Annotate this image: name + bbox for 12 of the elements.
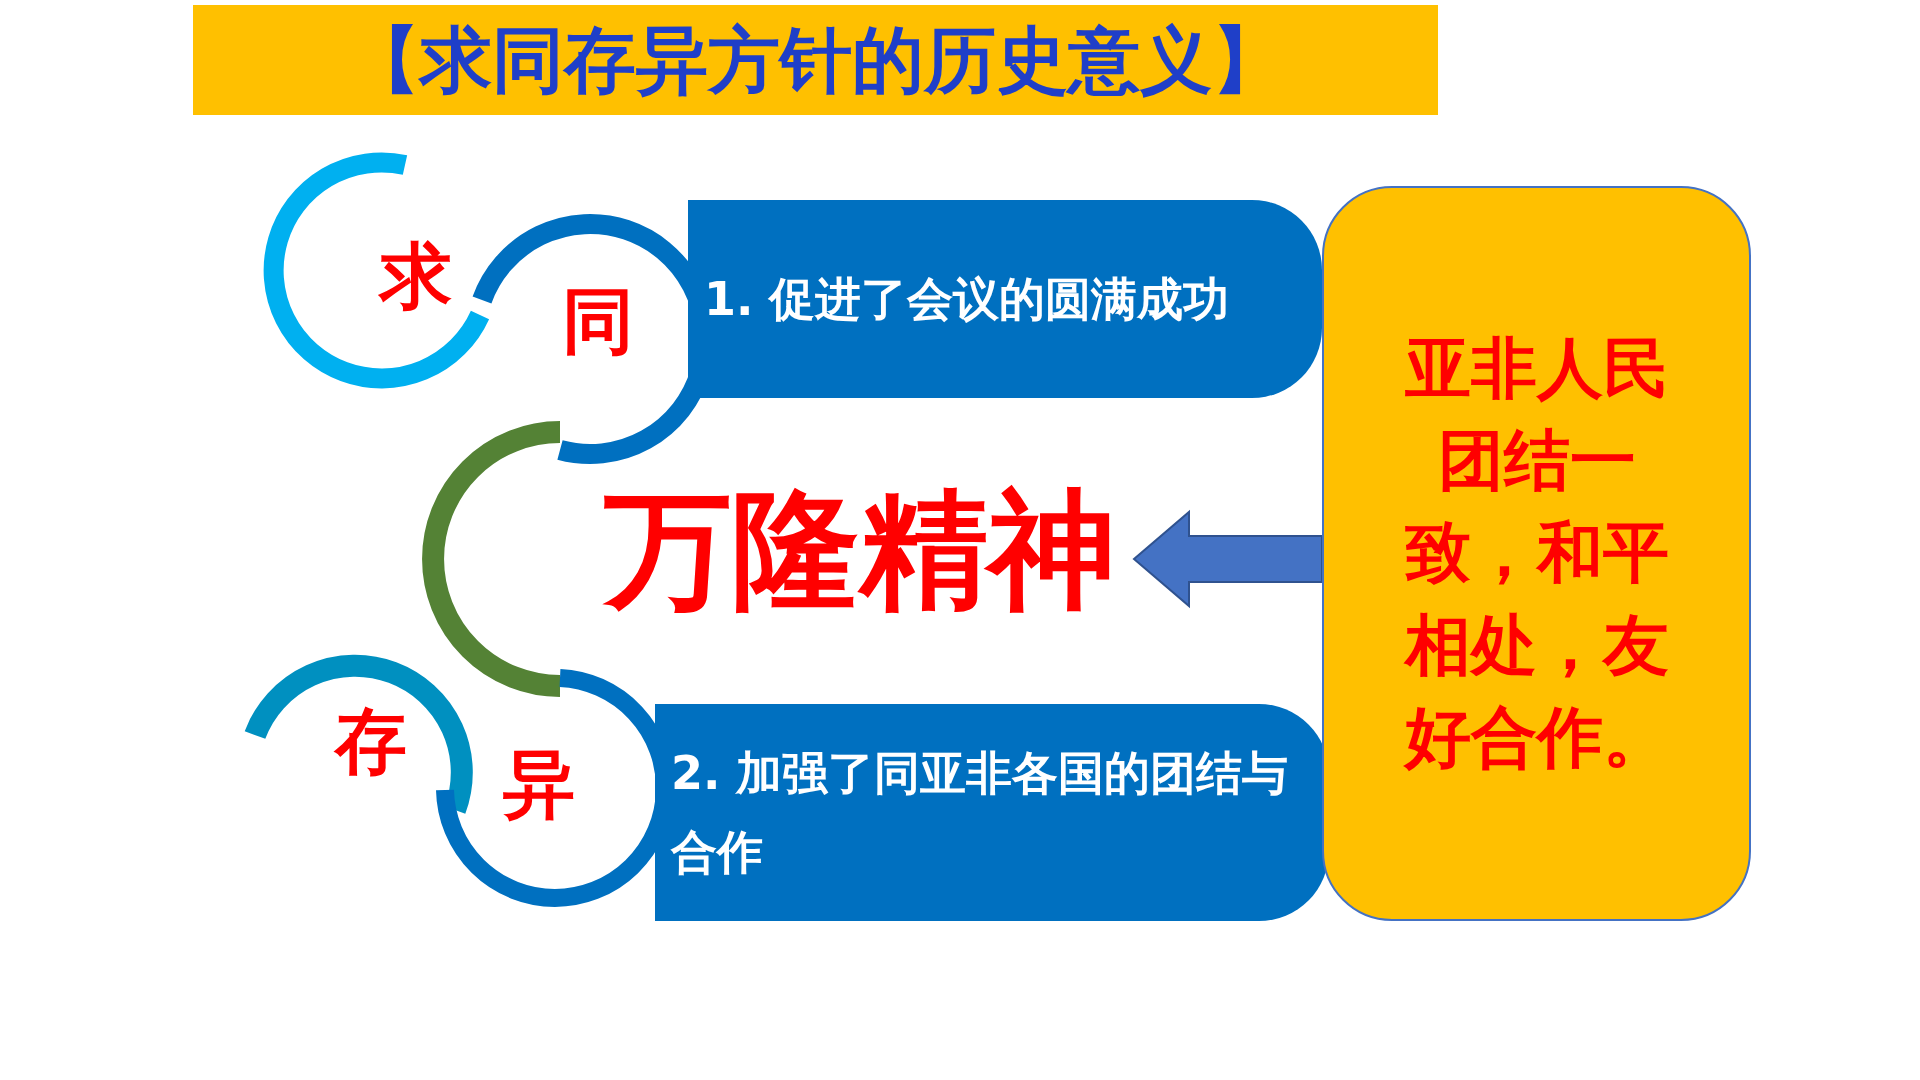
character-label: 异 [503, 748, 575, 820]
rounded-box [1322, 186, 1751, 921]
node-text: 万隆精神 [604, 486, 1116, 614]
character-label: 同 [562, 285, 634, 357]
block-arrow [1132, 509, 1323, 609]
node-text: 亚非人民团结一致，和平相处，友好合作。 [1402, 328, 1670, 779]
character-label: 存 [335, 705, 407, 777]
title-banner: 【求同存异方针的历史意义】 [193, 5, 1438, 115]
node-text: 1. 促进了会议的圆满成功 [704, 270, 1230, 328]
banner-box [688, 200, 1322, 398]
node-text: 2. 加强了同亚非各国的团结与合作 [671, 745, 1290, 881]
character-label: 求 [380, 240, 452, 312]
